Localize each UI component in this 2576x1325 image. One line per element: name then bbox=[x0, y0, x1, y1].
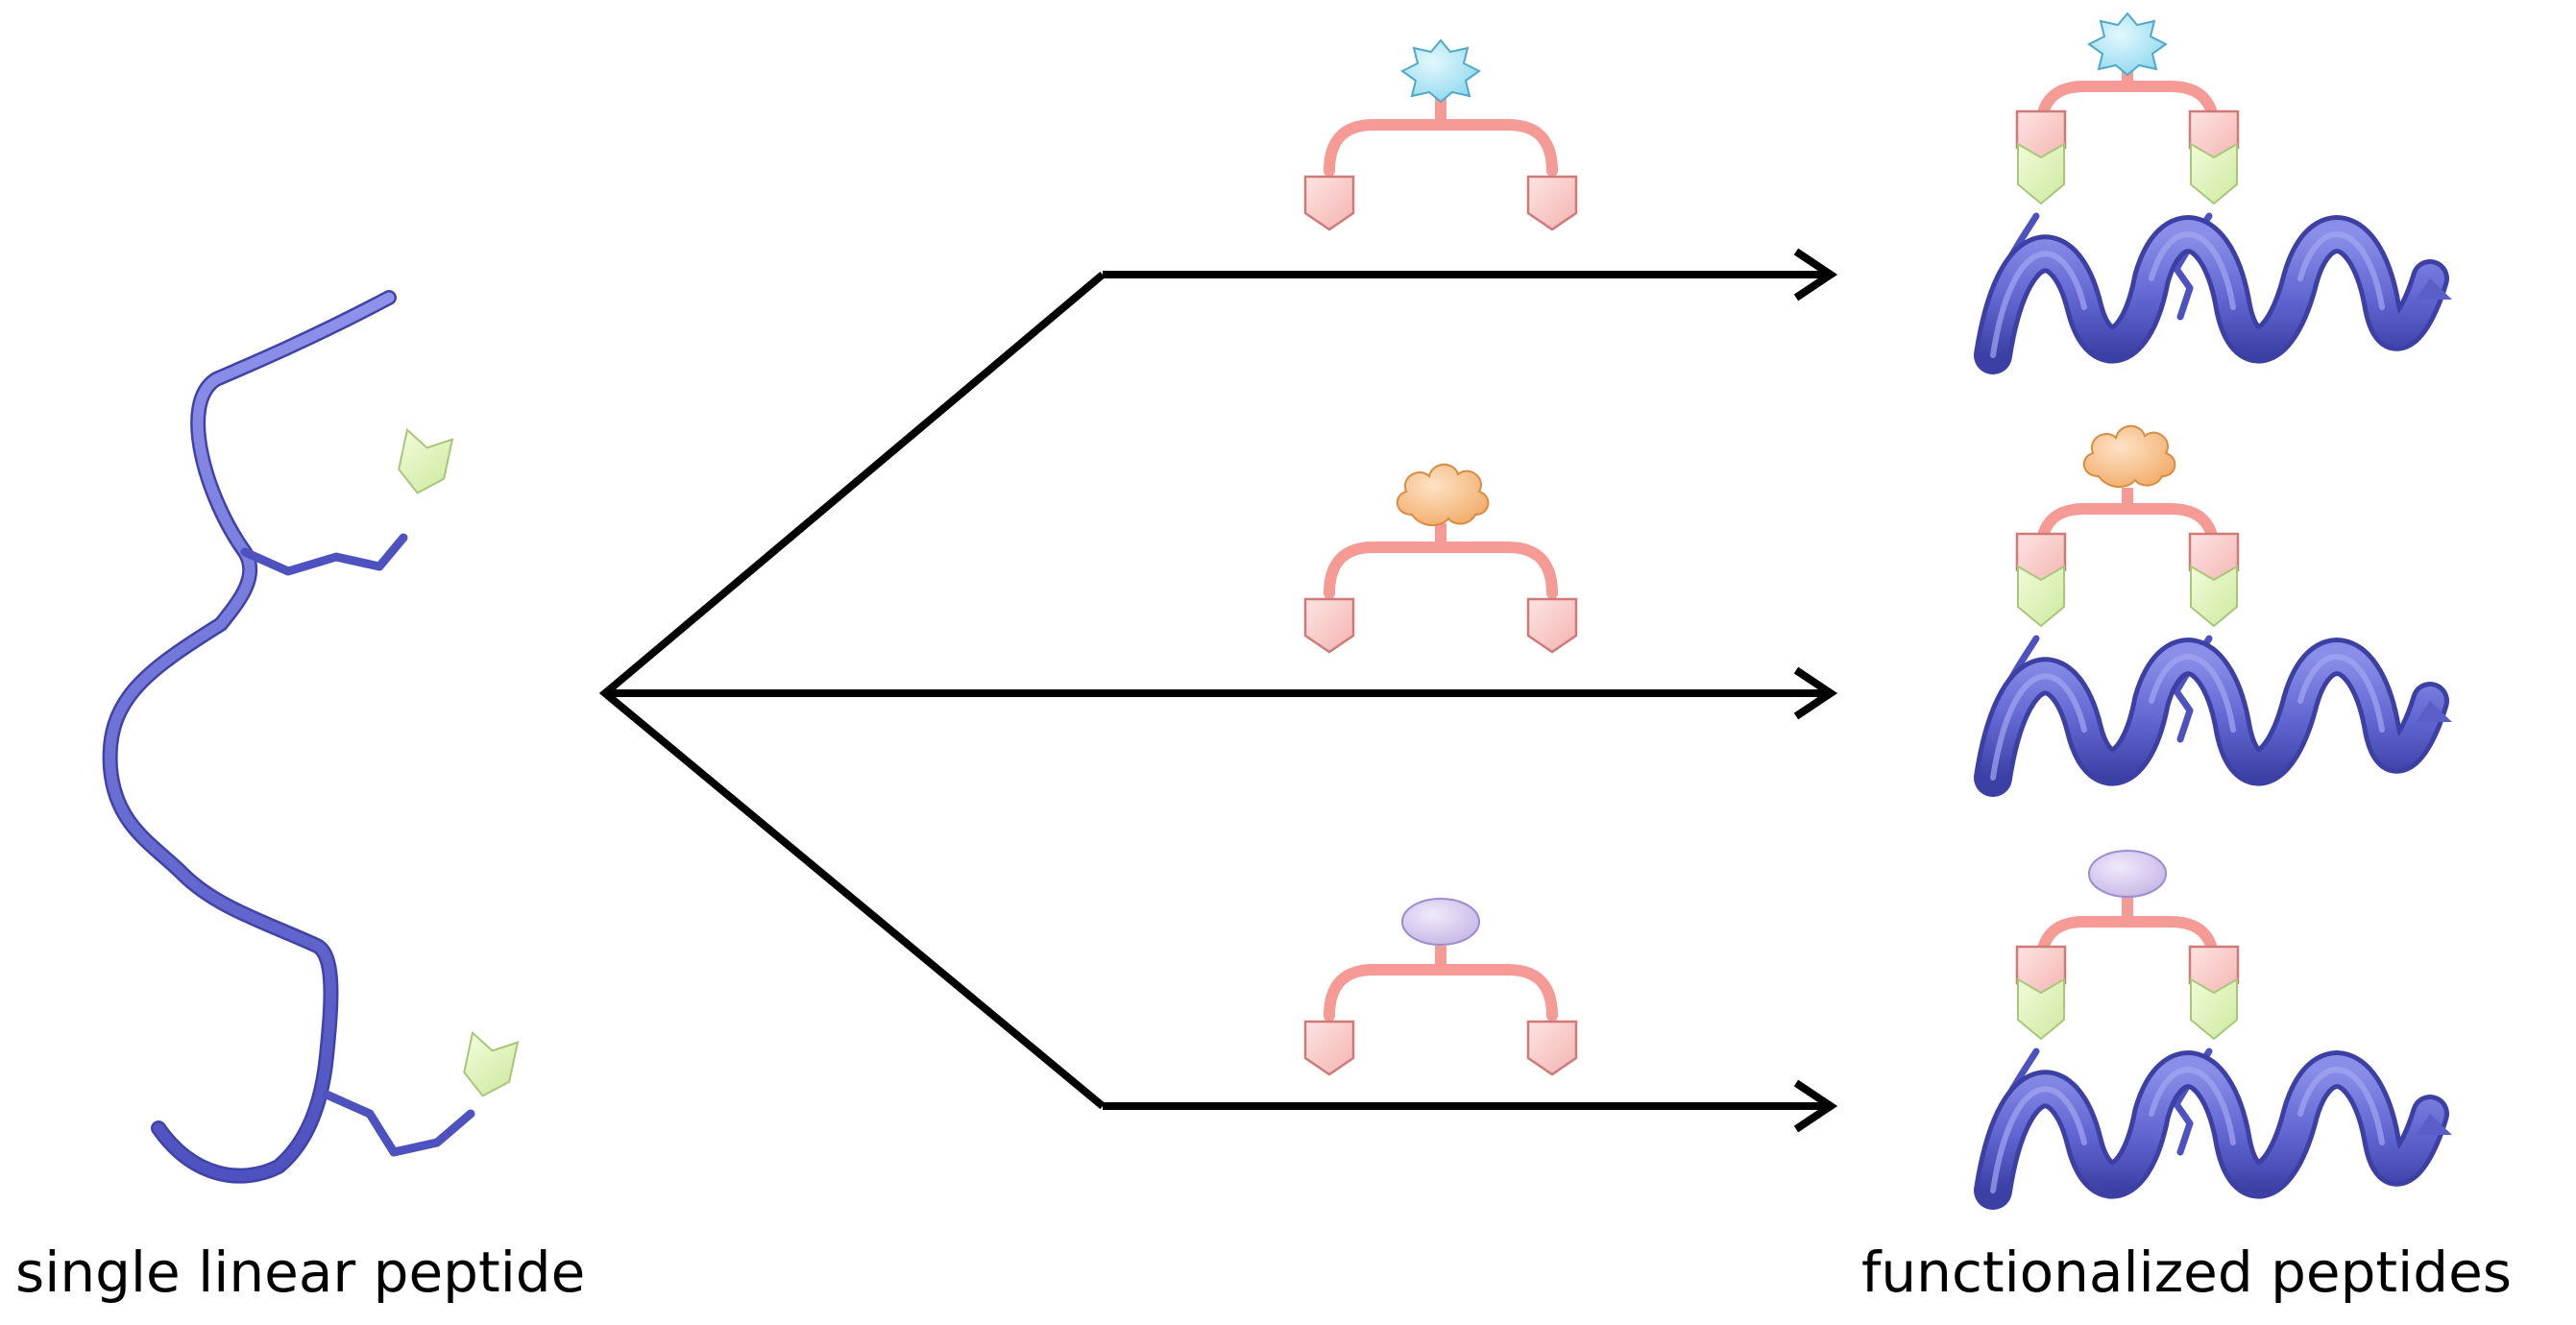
reactive-group-icon bbox=[394, 428, 453, 499]
functionalized-peptide-ellipse bbox=[1993, 850, 2452, 1191]
linker-cloud bbox=[1305, 463, 1576, 652]
star-icon bbox=[2088, 12, 2167, 76]
linker-ellipse bbox=[1305, 898, 1576, 1074]
reactive-group-icon bbox=[459, 1031, 519, 1102]
functionalized-peptide-cloud bbox=[1993, 424, 2452, 778]
reaction-arrows bbox=[598, 248, 1838, 1133]
functionalized-peptide-star bbox=[1993, 12, 2452, 355]
linear-peptide bbox=[102, 290, 475, 1184]
caption-left: single linear peptide bbox=[15, 1240, 586, 1305]
linker-star bbox=[1305, 39, 1576, 229]
star-icon bbox=[1401, 39, 1480, 103]
cloud-icon bbox=[2082, 424, 2176, 489]
ellipse-icon bbox=[2088, 850, 2167, 898]
caption-right: functionalized peptides bbox=[1861, 1240, 2512, 1305]
cloud-icon bbox=[1396, 463, 1490, 527]
ellipse-icon bbox=[1401, 898, 1480, 946]
